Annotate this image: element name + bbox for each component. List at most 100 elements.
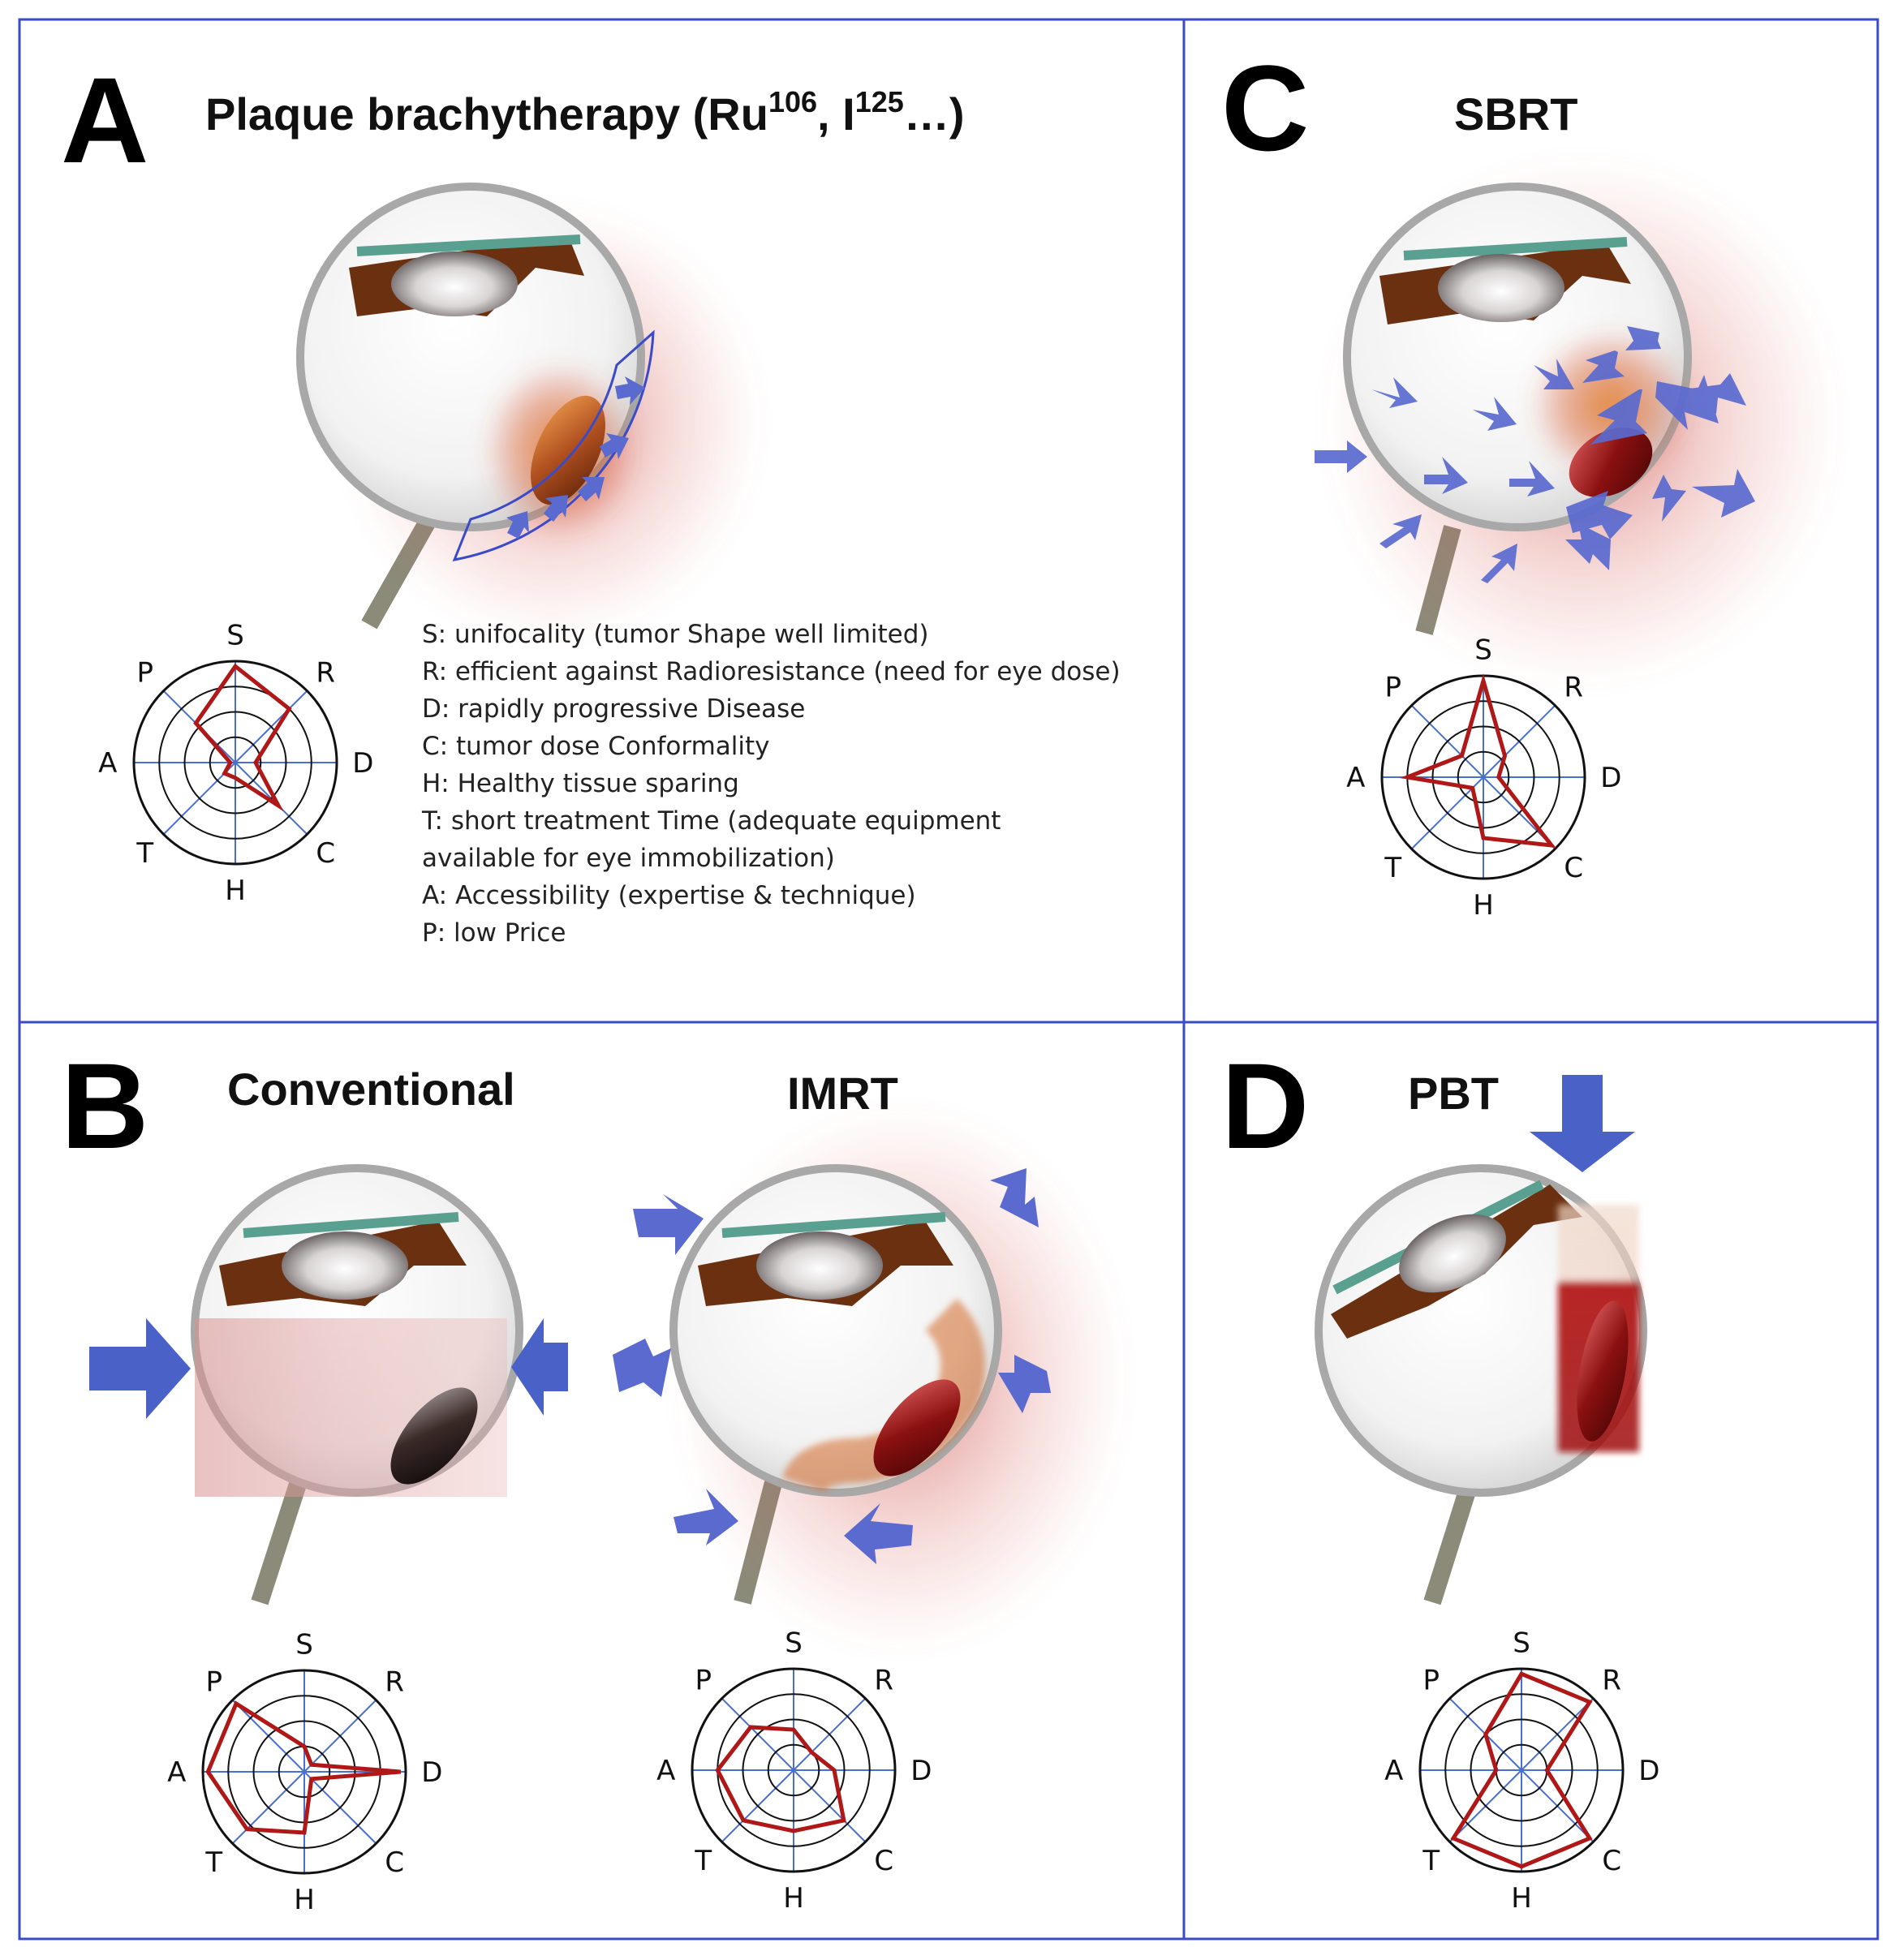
panel-d-letter: D [1221, 1038, 1309, 1174]
lens-d [1399, 1214, 1506, 1293]
arrow-icon [1315, 441, 1367, 473]
radar-axis-label: D [352, 747, 373, 780]
radar-axis-label: P [1385, 672, 1402, 704]
tumor-b2 [873, 1379, 961, 1476]
cornea-b2 [721, 1212, 946, 1238]
arrow-icon [578, 477, 605, 501]
sbrt-arrows [1315, 326, 1755, 583]
arrow-icon [1692, 469, 1755, 518]
legend-line: H: Healthy tissue sparing [422, 769, 739, 798]
beam-arrow-left-icon [89, 1318, 191, 1419]
legend-line: D: rapidly progressive Disease [422, 694, 805, 724]
arrow-icon [600, 433, 629, 459]
arrow-icon [1684, 373, 1746, 414]
radar-axis-label: A [1346, 762, 1365, 794]
radar-axis-label: A [656, 1755, 675, 1787]
radar-score-polygon [193, 663, 292, 812]
optic-nerve-b1 [251, 1473, 309, 1605]
radar-axis-label: H [1473, 889, 1494, 922]
arrow-icon [1582, 350, 1625, 383]
legend-line: T: short treatment Time (adequate equipm… [421, 806, 1001, 836]
arrow-icon [674, 1489, 738, 1545]
radar-axis-label: S [295, 1629, 313, 1661]
lens-b1 [282, 1231, 408, 1300]
legend-line: C: tumor dose Conformality [422, 732, 770, 761]
radar-axis-label: P [1423, 1665, 1440, 1697]
plaque-arrows [506, 376, 645, 539]
radar-axis-label: P [206, 1666, 223, 1699]
arrow-icon [1379, 514, 1422, 548]
radar-ring [767, 1743, 820, 1797]
radar-axis-label: C [1564, 852, 1583, 884]
radar-axis-label: S [226, 620, 244, 652]
radar-axis-label: C [385, 1846, 404, 1879]
panel-c-title: SBRT [1454, 88, 1577, 140]
tumor-d [1577, 1300, 1629, 1442]
radar-axis-label: D [1638, 1755, 1659, 1787]
arrow-icon [1371, 377, 1418, 408]
arrow-icon [1625, 326, 1661, 350]
radar-axis-label: A [167, 1756, 186, 1789]
panel-frames [18, 18, 1879, 1941]
arrow-icon [1473, 397, 1517, 431]
radar-axis-label: T [136, 837, 153, 870]
radar-ring [1444, 1693, 1599, 1847]
arrow-icon [613, 1339, 671, 1397]
legend-line: R: efficient against Radioresistance (ne… [422, 657, 1121, 686]
arrow-icon [1652, 475, 1686, 522]
lens-a [391, 251, 518, 316]
arrow-icon [1509, 461, 1555, 496]
legend-line: A: Accessibility (expertise & technique) [422, 881, 916, 910]
panel-b: B Conventional IMRT [61, 1038, 1128, 1655]
radar-ring [209, 736, 262, 789]
radar-ring [1431, 725, 1535, 829]
legend-line: P: low Price [422, 918, 566, 948]
legend-line: S: unifocality (tumor Shape well limited… [422, 620, 929, 649]
arrow-icon [1590, 389, 1647, 445]
panel-a: A Plaque brachytherapy (Ru106, I125…) S:… [61, 52, 1121, 948]
panel-d-frame [1182, 1021, 1879, 1941]
radar-axis-label: H [783, 1882, 804, 1915]
beam-arrow-right-icon [511, 1318, 568, 1416]
panel-b-title-conventional: Conventional [227, 1064, 515, 1115]
radar-axis-label: C [874, 1845, 893, 1877]
panel-a-letter: A [61, 52, 148, 188]
panel-b-letter: B [61, 1038, 148, 1174]
panel-d: D PBT [1221, 1038, 1647, 1605]
radar-axis-label: R [385, 1666, 404, 1699]
panel-a-title: Plaque brachytherapy (Ru106, I125…) [205, 85, 964, 140]
radar-axis-label: R [316, 657, 335, 690]
panel-c: C SBRT [1221, 40, 1842, 690]
radar-axis-label: S [1474, 634, 1492, 667]
radar-axis-label: S [785, 1627, 803, 1660]
radar-axis-label: R [874, 1665, 893, 1697]
arrow-icon [998, 1355, 1051, 1413]
radar-axis-label: C [1602, 1845, 1621, 1877]
dose-core-c [1530, 329, 1692, 483]
radar-axis-label: C [316, 837, 335, 870]
radar-axis-label: D [1600, 762, 1621, 794]
tumor-c [1569, 428, 1653, 497]
panel-c-letter: C [1221, 40, 1309, 176]
radar-ring [1418, 1667, 1625, 1873]
cornea-c [1403, 237, 1628, 260]
lens-c [1438, 254, 1564, 322]
radar-axis-label: A [1384, 1755, 1403, 1787]
radar-ring [183, 711, 287, 815]
radar-axis-label: T [204, 1846, 222, 1879]
radar-ring [132, 660, 338, 866]
radar-score-polygon [1450, 1671, 1593, 1869]
radar-axis-label: H [294, 1884, 315, 1916]
radar-ring [201, 1669, 407, 1875]
tumor-b1 [390, 1387, 478, 1485]
arrow-icon [1424, 457, 1468, 494]
arrow-icon [544, 495, 568, 522]
arrow-icon [1534, 359, 1574, 389]
arrow-icon [844, 1503, 913, 1564]
radar-ring [1470, 1718, 1573, 1822]
